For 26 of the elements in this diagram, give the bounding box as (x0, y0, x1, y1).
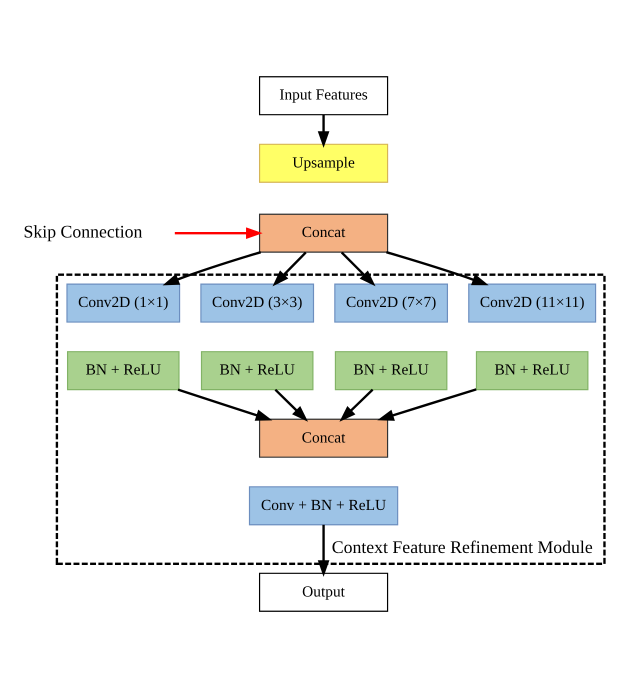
arrow (386, 250, 489, 285)
arrow (339, 388, 374, 422)
arrow (178, 388, 272, 420)
arrow (318, 114, 330, 148)
node-box: Conv2D (1×1) (66, 283, 180, 322)
arrow (318, 524, 330, 576)
arrow (340, 251, 376, 286)
node-box: Conv2D (7×7) (334, 283, 448, 322)
arrow (272, 251, 307, 286)
arrow (162, 250, 262, 285)
node-box: Upsample (258, 143, 388, 182)
arrow (377, 388, 477, 420)
node-box: Conv2D (3×3) (200, 283, 314, 322)
node-box: Concat (258, 418, 388, 458)
node-box: BN + ReLU (476, 350, 588, 390)
arrow (274, 388, 308, 422)
node-box: Conv + BN + ReLU (248, 486, 398, 525)
node-box: BN + ReLU (200, 350, 314, 390)
node-box: Input Features (258, 76, 388, 115)
node-box: Concat (258, 213, 388, 252)
node-box: Conv2D (11×11) (468, 283, 596, 322)
label: Skip Connection (24, 220, 142, 241)
node-box: Output (258, 572, 388, 612)
arrow (174, 226, 263, 238)
node-box: BN + ReLU (66, 350, 180, 390)
node-box: BN + ReLU (334, 350, 448, 390)
